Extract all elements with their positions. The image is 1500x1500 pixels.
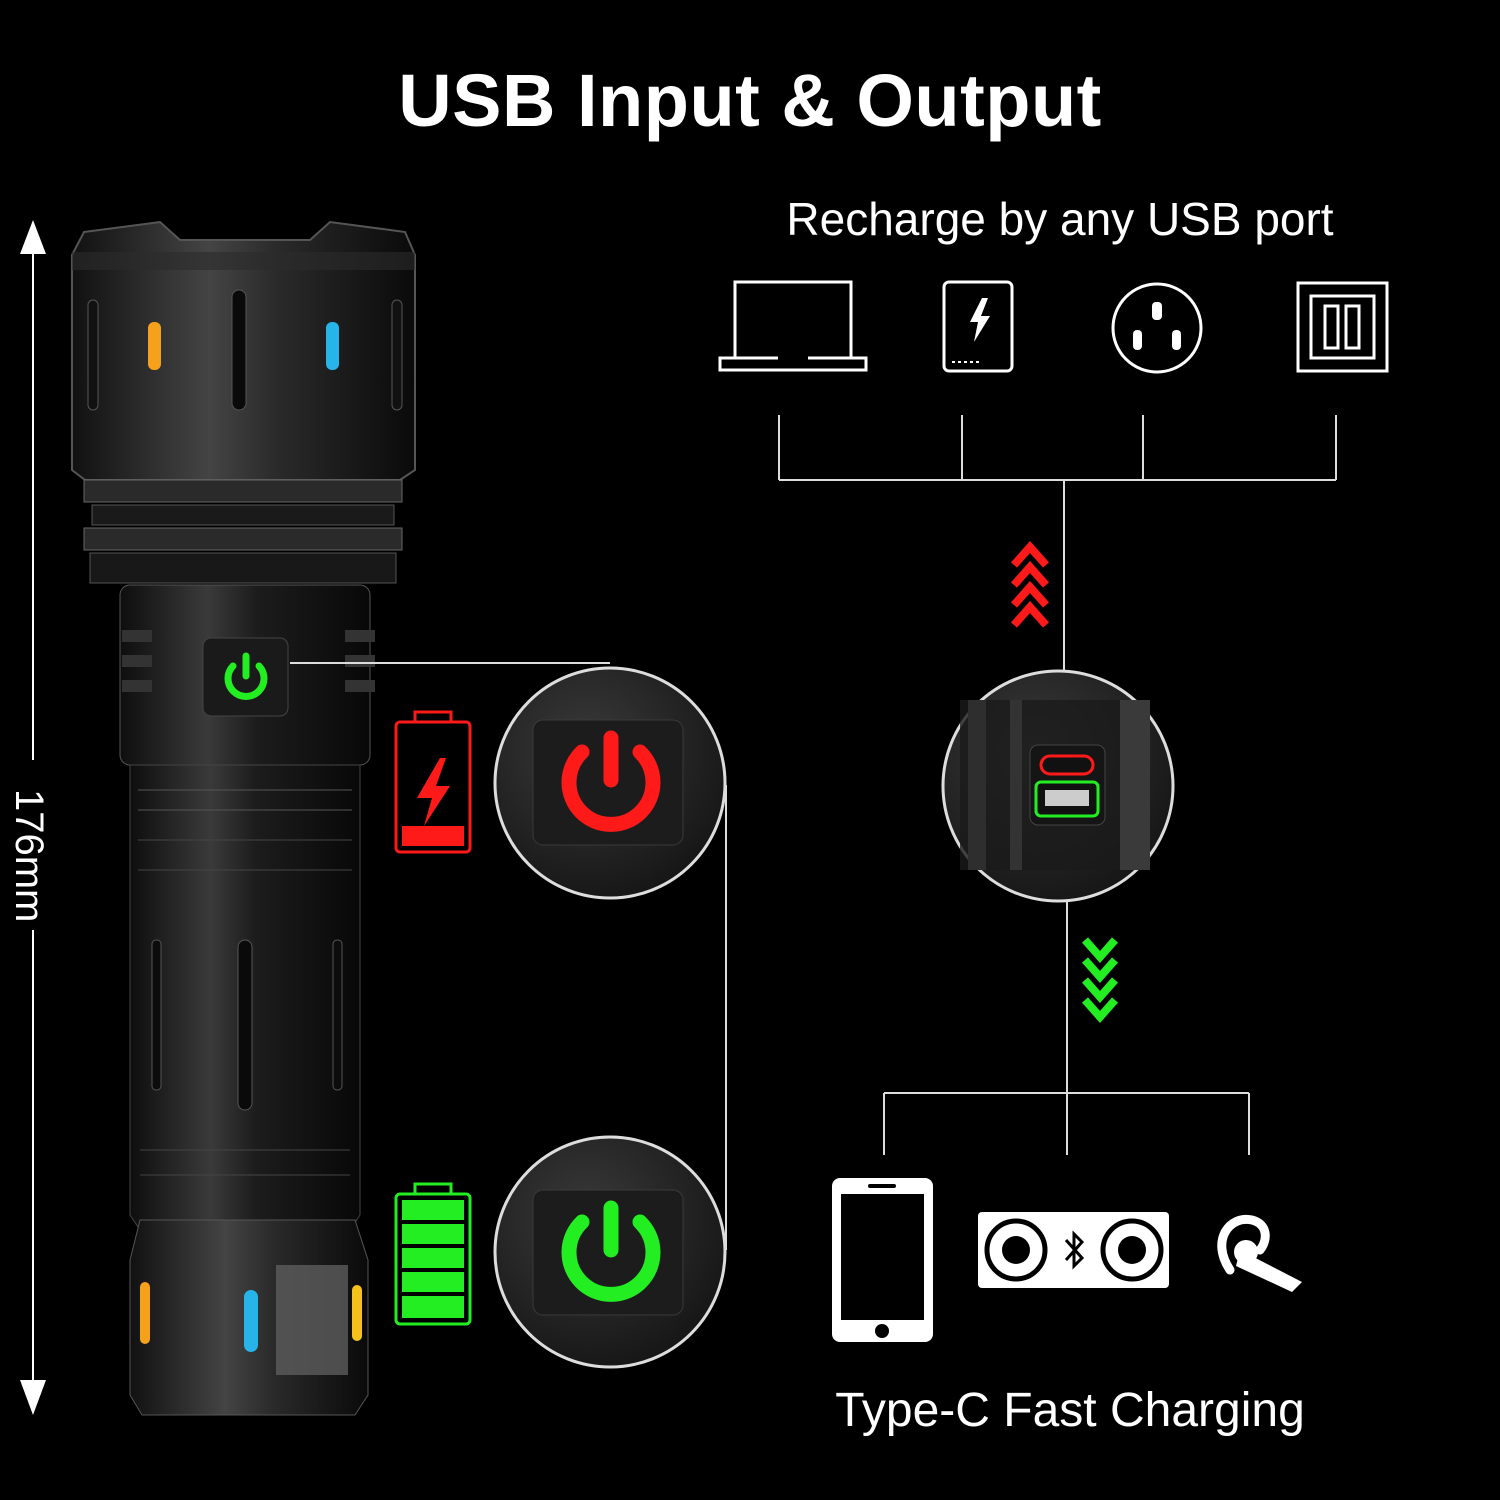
power-icon [224,652,268,700]
usb-port-icon [1296,281,1389,373]
smartphone-icon [832,1178,933,1342]
wall-outlet-icon [1111,282,1203,374]
bluetooth-speaker-icon [978,1212,1169,1288]
charging-indicator-zoom [493,666,727,900]
orange-accent [148,322,161,370]
connector-lines [290,662,727,1250]
battery-charging-icon [394,710,472,854]
input-arrows [1011,540,1049,628]
flashlight [71,220,416,1416]
charging-port-zoom [941,669,1175,903]
output-arrows [1082,937,1118,1024]
power-bank-icon [942,280,1014,373]
red-power-icon [561,730,661,832]
page-title: USB Input & Output [398,59,1102,142]
blue-accent [326,322,339,370]
output-label: Type-C Fast Charging [835,1384,1305,1437]
input-label: Recharge by any USB port [786,193,1334,245]
type-c-port [1039,754,1095,776]
full-indicator-zoom [493,1135,727,1369]
laptop-icon [718,280,868,372]
bluetooth-earpiece-icon [1217,1214,1302,1292]
green-power-icon [561,1200,661,1302]
output-tree-lines [883,900,1250,1155]
dimension-line [20,220,46,1415]
battery-full-icon [394,1182,472,1326]
input-tree-lines [778,415,1337,670]
